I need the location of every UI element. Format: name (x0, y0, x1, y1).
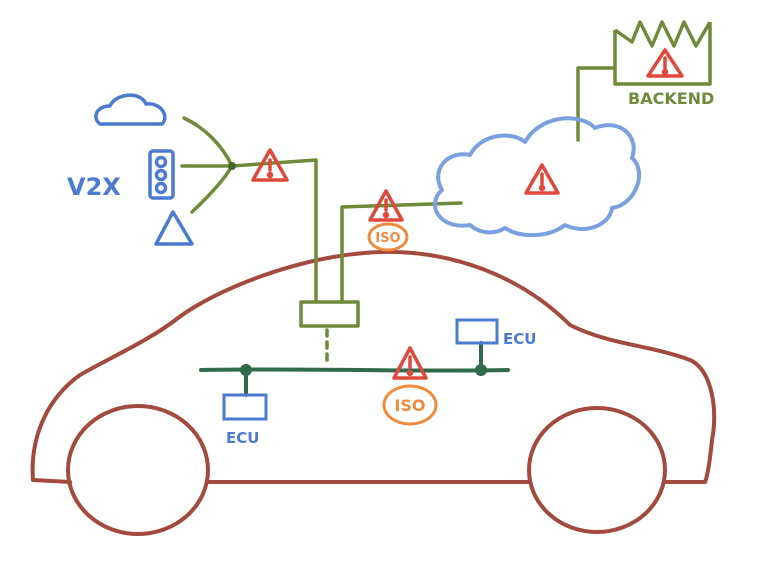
warnings (251, 48, 684, 380)
iso-badge-bottom: ISO (382, 384, 438, 426)
bus-node-right (475, 364, 487, 376)
gateway-box (299, 300, 360, 328)
v2x-fan-sign (190, 164, 234, 214)
ecu-label-left: ECU (226, 429, 259, 447)
iso-label-bottom: ISO (394, 396, 425, 415)
wheels (66, 404, 667, 536)
car-body-outline (30, 249, 717, 484)
warning-icon-v2x (251, 148, 289, 182)
warning-icon-bus (392, 346, 428, 380)
bus-node-left (240, 364, 252, 376)
iso-label-top: ISO (375, 231, 400, 246)
warning-icon-cloud (524, 163, 560, 195)
ecu-box-left (222, 393, 268, 421)
backend-server-box (613, 22, 712, 86)
v2x-link (230, 158, 318, 304)
ecu-box-right (455, 318, 499, 345)
v2x-hub-node (228, 162, 236, 170)
rear-wheel (527, 406, 667, 534)
ecu-label-right: ECU (503, 330, 536, 348)
car-sill-front (31, 478, 72, 484)
traffic-light-icon (148, 149, 175, 200)
backend-link (576, 66, 617, 142)
v2x-fan-cloud (182, 116, 234, 168)
iso-badge-top: ISO (367, 222, 409, 252)
front-wheel (66, 404, 210, 536)
v2x-icons (94, 93, 194, 246)
v2x-label: V2X (67, 173, 121, 201)
car-outline (30, 249, 717, 484)
warning-icon-backend (646, 48, 684, 78)
backend-cloud (432, 116, 642, 238)
cloud-icon (94, 93, 167, 126)
connections (180, 66, 617, 364)
backend-label: BACKEND (628, 89, 714, 108)
vehicle-bus (199, 341, 510, 397)
warning-icon-cloud-link (368, 189, 404, 222)
backend-server-zigzag (613, 20, 712, 48)
backend-server-icon (613, 20, 712, 86)
triangle-sign-icon (154, 210, 194, 246)
cloud-link (340, 201, 463, 304)
